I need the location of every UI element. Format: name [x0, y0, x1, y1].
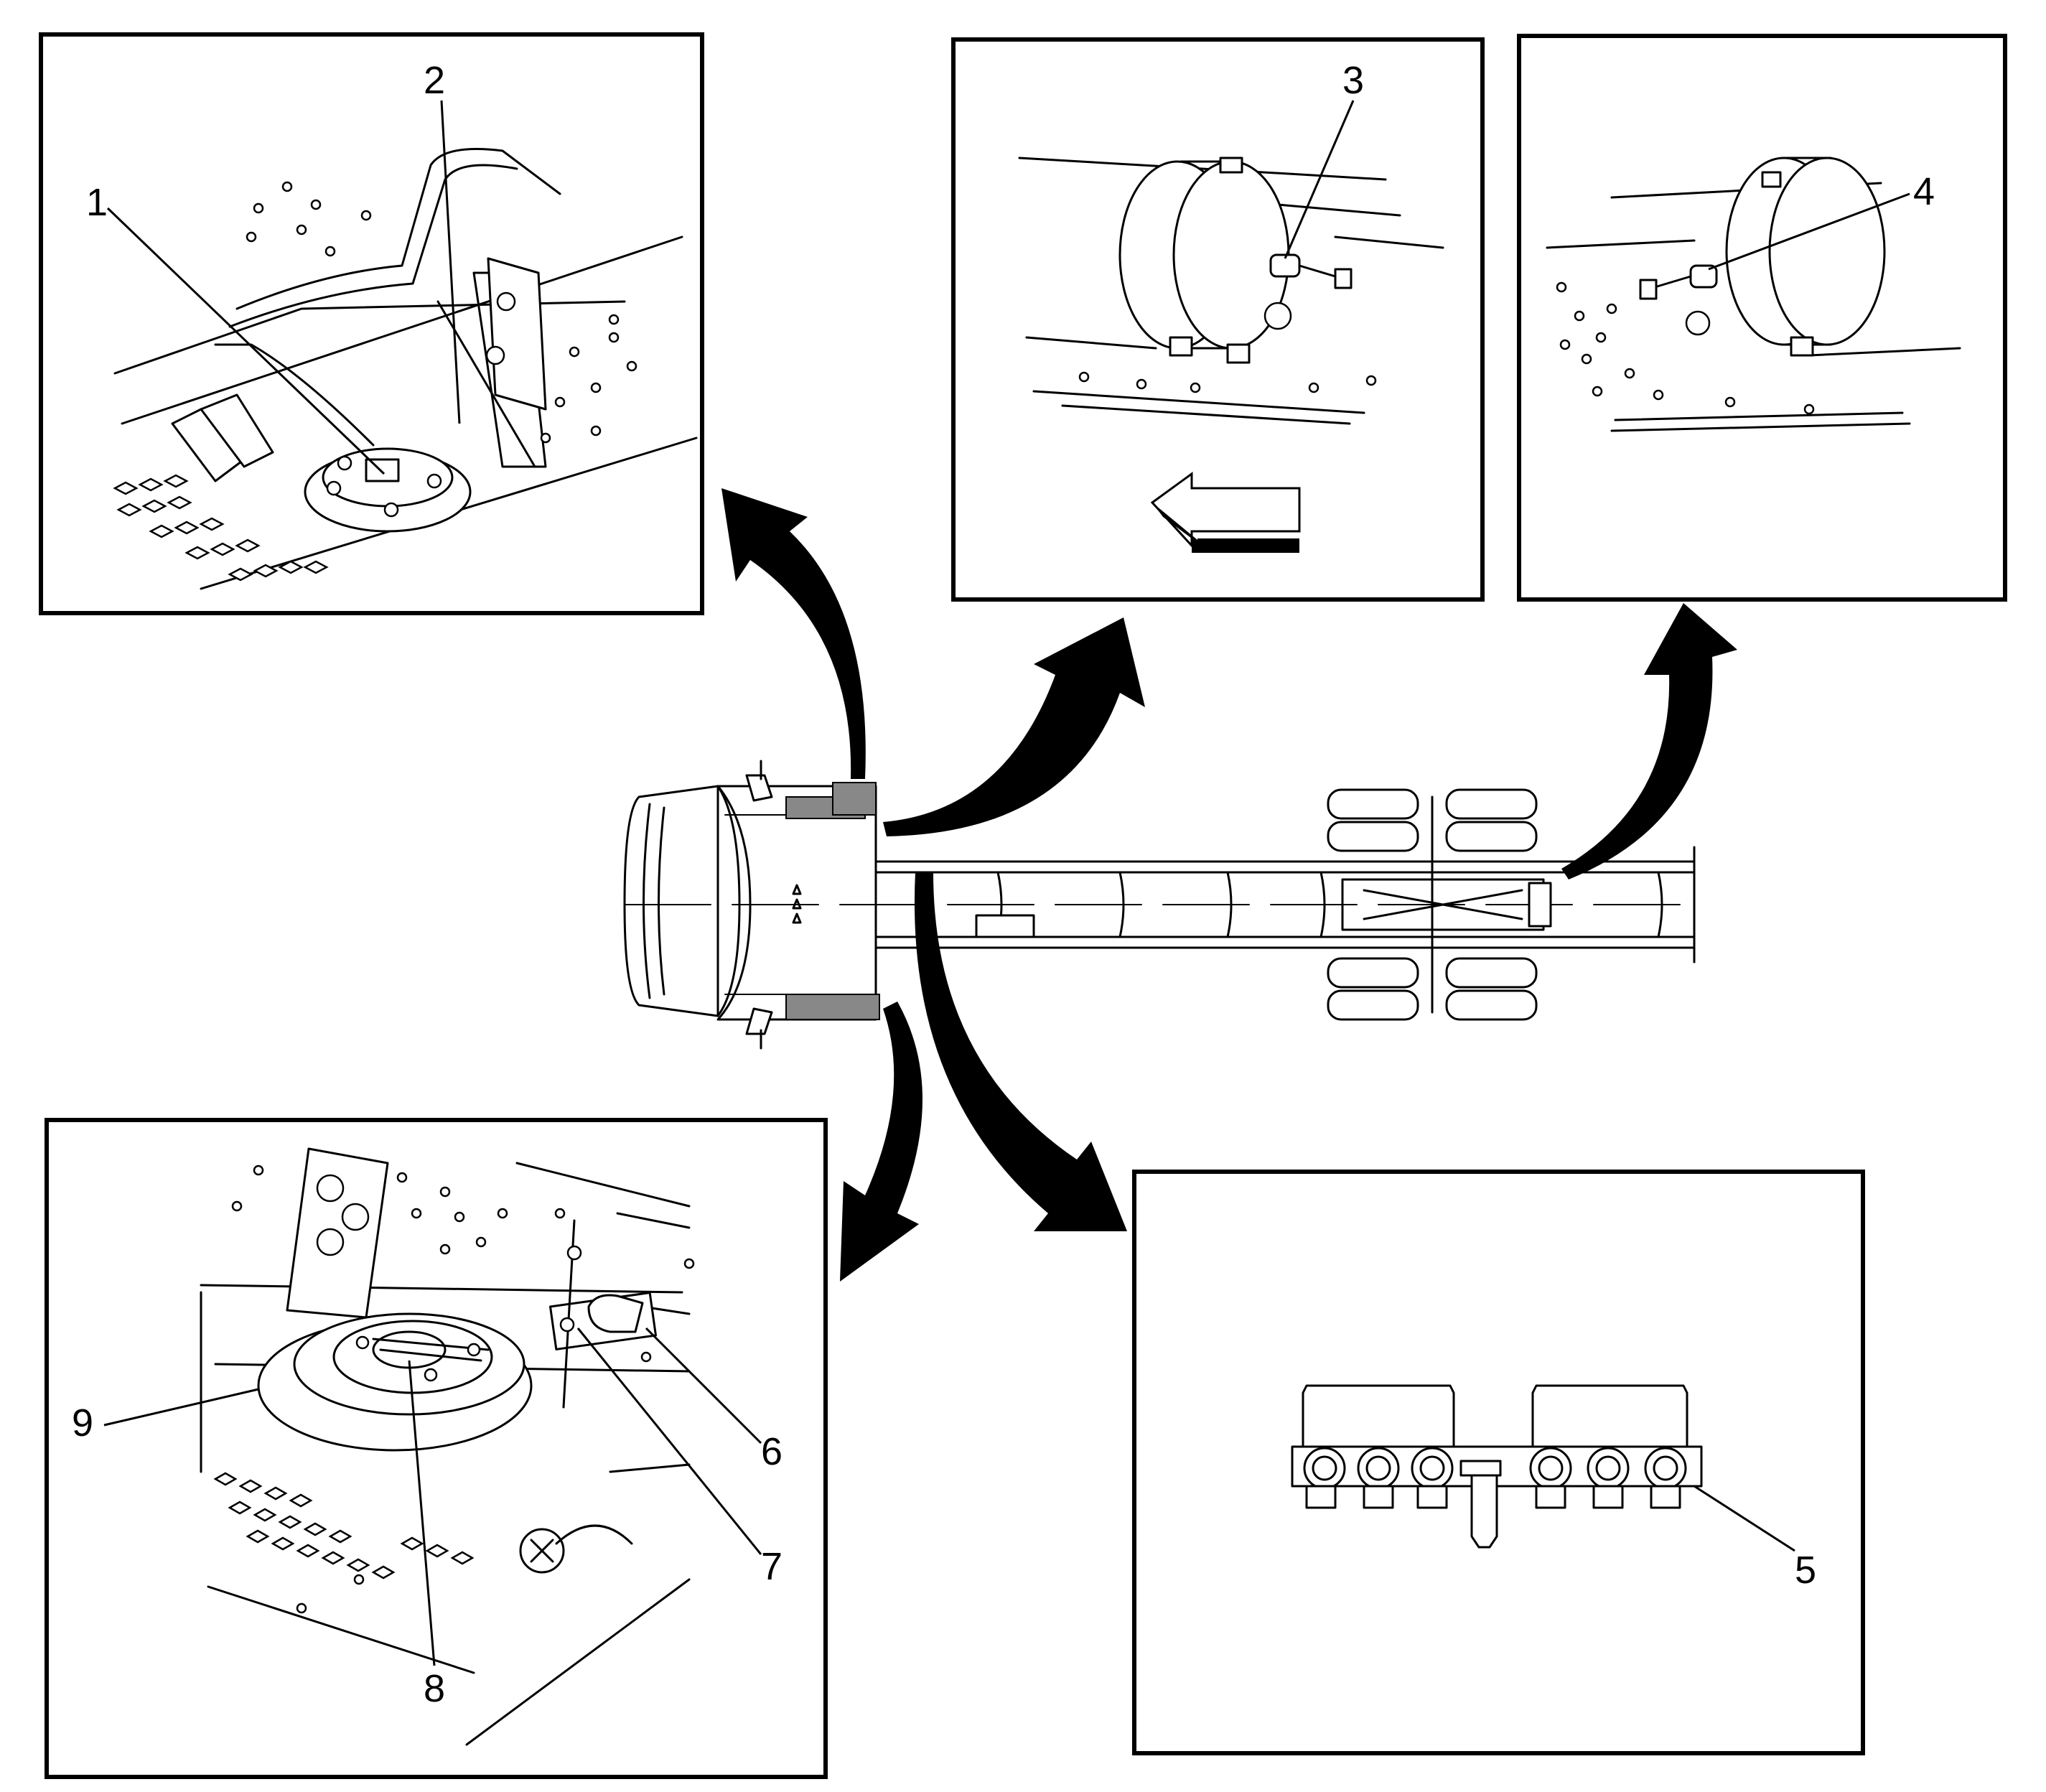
step-grid-top-2: [832, 782, 877, 816]
callout-5: 5: [1795, 1549, 1816, 1592]
rear-wheels: [1327, 788, 1538, 1021]
detail-panel-harness-connector: 5: [1132, 1170, 1865, 1755]
pointer-arrows: [721, 488, 1737, 1282]
detail-panel-fuel-pump-top: 1 2: [39, 32, 704, 615]
callout-4: 4: [1913, 170, 1935, 213]
detail-panel-fuel-pump-bottom: 6 7 8 9: [45, 1118, 828, 1779]
connector-terminals: [1303, 1447, 1687, 1490]
step-grid-bottom: [785, 994, 880, 1020]
callout-6: 6: [761, 1430, 783, 1473]
callout-7: 7: [761, 1545, 783, 1588]
detail-panel-brake-booster-right: 4: [1517, 34, 2007, 602]
chassis-top-view: [623, 760, 1696, 1050]
callout-8: 8: [424, 1667, 445, 1710]
callout-3: 3: [1342, 59, 1364, 102]
callout-2: 2: [424, 59, 445, 102]
detail-panel-brake-booster-left: 3: [951, 37, 1485, 602]
callout-1: 1: [86, 181, 108, 224]
callout-9: 9: [72, 1401, 93, 1445]
